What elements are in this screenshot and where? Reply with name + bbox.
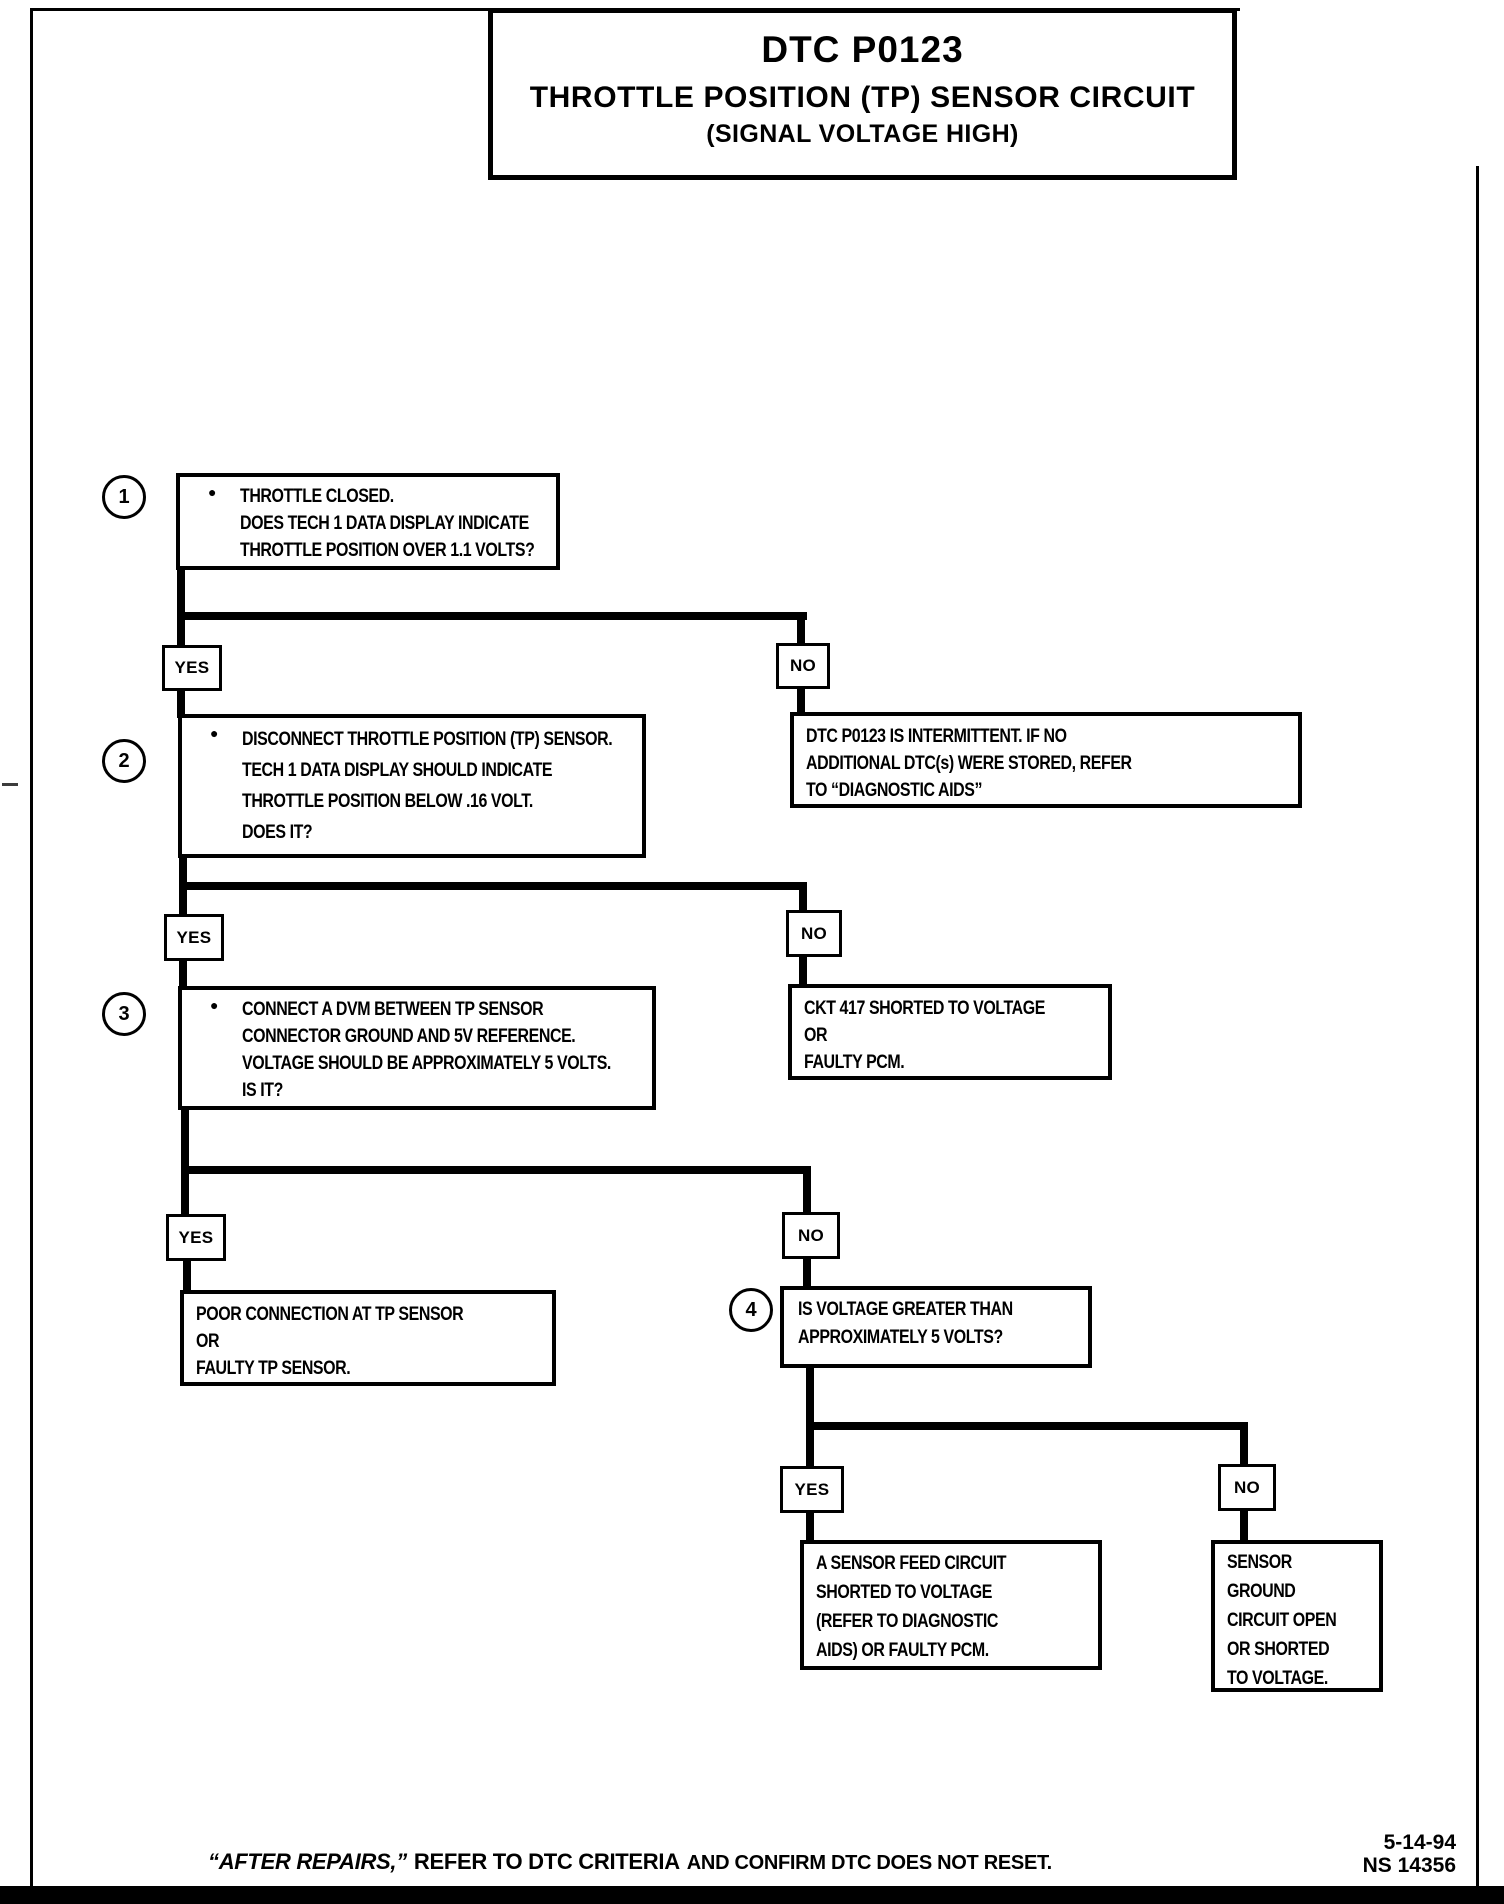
page-border-right [1476, 166, 1479, 1886]
result-sensor-feed-line-4: AIDS) OR FAULTY PCM. [816, 1640, 989, 1661]
footer-note: “AFTER REPAIRS,”REFER TO DTC CRITERIA AND… [208, 1849, 1052, 1875]
result-poor-connection-line-2: OR [196, 1331, 220, 1352]
connector-yes4-result [806, 1512, 814, 1544]
step-3-line-4: IS IT? [242, 1080, 283, 1101]
connector-yes3-result [183, 1260, 191, 1294]
step-3-no-label: NO [782, 1212, 840, 1259]
connector-no2-result [799, 956, 807, 988]
result-sensor-ground-line-2: GROUND [1227, 1581, 1296, 1602]
step-3-question-box: ● CONNECT A DVM BETWEEN TP SENSOR CONNEC… [178, 986, 656, 1110]
step-4-no-label: NO [1218, 1464, 1276, 1511]
step-4-yes-label: YES [780, 1466, 844, 1513]
page-border-left [30, 8, 33, 1886]
step-1-line-2: DOES TECH 1 DATA DISPLAY INDICATE [240, 513, 529, 534]
result-ckt417-line-3: FAULTY PCM. [804, 1052, 905, 1073]
connector-step4-branch [806, 1422, 1248, 1430]
connector-step3-branch [181, 1166, 811, 1174]
step-3-line-1: CONNECT A DVM BETWEEN TP SENSOR [242, 999, 544, 1020]
result-poor-connection-line-1: POOR CONNECTION AT TP SENSOR [196, 1304, 464, 1325]
document-number: NS 14356 [1362, 1854, 1456, 1877]
result-ckt417-box: CKT 417 SHORTED TO VOLTAGE OR FAULTY PCM… [788, 984, 1112, 1080]
step-2-no-label: NO [786, 910, 842, 957]
step-1-line-1: THROTTLE CLOSED. [240, 486, 394, 507]
step-3-yes-label: YES [166, 1214, 226, 1261]
step-2-line-3: THROTTLE POSITION BELOW .16 VOLT. [242, 791, 533, 812]
step-2-number-circle: 2 [102, 739, 146, 783]
bullet-icon: ● [208, 484, 217, 500]
connector-yes2-step3 [179, 960, 187, 990]
bullet-icon: ● [210, 725, 219, 741]
connector-no1-result [797, 687, 805, 716]
result-intermittent-box: DTC P0123 IS INTERMITTENT. IF NO ADDITIO… [790, 712, 1302, 808]
connector-step3-down [181, 1108, 189, 1218]
result-intermittent-line-1: DTC P0123 IS INTERMITTENT. IF NO [806, 726, 1067, 747]
step-1-yes-label: YES [162, 645, 222, 691]
connector-no3-step4 [803, 1258, 811, 1290]
revision-date: 5-14-94 [1383, 1831, 1456, 1854]
result-ckt417-line-1: CKT 417 SHORTED TO VOLTAGE [804, 998, 1045, 1019]
result-sensor-feed-box: A SENSOR FEED CIRCUIT SHORTED TO VOLTAGE… [800, 1540, 1102, 1670]
connector-step3-no-drop [803, 1166, 811, 1216]
step-1-no-label: NO [776, 643, 830, 689]
result-sensor-ground-box: SENSOR GROUND CIRCUIT OPEN OR SHORTED TO… [1211, 1540, 1383, 1692]
connector-step4-no-drop [1240, 1422, 1248, 1468]
step-3-line-2: CONNECTOR GROUND AND 5V REFERENCE. [242, 1026, 576, 1047]
result-sensor-ground-line-3: CIRCUIT OPEN [1227, 1610, 1337, 1631]
result-sensor-feed-line-1: A SENSOR FEED CIRCUIT [816, 1553, 1007, 1574]
result-sensor-ground-line-4: OR SHORTED [1227, 1639, 1330, 1660]
step-2-line-2: TECH 1 DATA DISPLAY SHOULD INDICATE [242, 760, 553, 781]
step-4-number-circle: 4 [729, 1288, 773, 1332]
footer-refer: REFER TO DTC CRITERIA [413, 1849, 680, 1874]
step-1-line-3: THROTTLE POSITION OVER 1.1 VOLTS? [240, 540, 535, 561]
step-3-number-circle: 3 [102, 992, 146, 1036]
step-2-yes-label: YES [164, 914, 224, 961]
result-sensor-ground-line-5: TO VOLTAGE. [1227, 1668, 1328, 1689]
connector-step1-branch [177, 612, 807, 620]
connector-step2-branch [179, 882, 807, 890]
step-2-line-4: DOES IT? [242, 822, 313, 843]
step-4-question-box: IS VOLTAGE GREATER THAN APPROXIMATELY 5 … [780, 1286, 1092, 1368]
scan-artifact-dash [2, 783, 18, 786]
result-poor-connection-line-3: FAULTY TP SENSOR. [196, 1358, 351, 1379]
bullet-icon: ● [210, 997, 219, 1013]
result-poor-connection-box: POOR CONNECTION AT TP SENSOR OR FAULTY T… [180, 1290, 556, 1386]
step-1-number-circle: 1 [102, 475, 146, 519]
connector-step2-no-drop [799, 882, 807, 914]
step-1-question-box: ● THROTTLE CLOSED. DOES TECH 1 DATA DISP… [176, 473, 560, 570]
connector-no4-result [1240, 1510, 1248, 1544]
step-3-line-3: VOLTAGE SHOULD BE APPROXIMATELY 5 VOLTS. [242, 1053, 611, 1074]
connector-yes1-step2 [177, 689, 185, 718]
result-sensor-feed-line-2: SHORTED TO VOLTAGE [816, 1582, 992, 1603]
connector-step1-no-drop [797, 612, 805, 645]
dtc-code-title: DTC P0123 [761, 29, 964, 70]
title-box: DTC P0123 THROTTLE POSITION (TP) SENSOR … [488, 8, 1237, 180]
footer-after-repairs: “AFTER REPAIRS,” [208, 1849, 407, 1874]
result-intermittent-line-3: TO “DIAGNOSTIC AIDS” [806, 780, 983, 801]
result-sensor-feed-line-3: (REFER TO DIAGNOSTIC [816, 1611, 998, 1632]
footer-confirm: AND CONFIRM DTC DOES NOT RESET. [686, 1852, 1052, 1874]
title-signal-voltage: (SIGNAL VOLTAGE HIGH) [706, 120, 1019, 148]
page-border-bottom-bar [0, 1886, 1504, 1904]
connector-step4-down [806, 1366, 814, 1470]
result-ckt417-line-2: OR [804, 1025, 828, 1046]
step-2-question-box: ● DISCONNECT THROTTLE POSITION (TP) SENS… [178, 714, 646, 858]
result-sensor-ground-line-1: SENSOR [1227, 1552, 1292, 1573]
document-stamp: 5-14-94 NS 14356 [1363, 1831, 1456, 1877]
result-intermittent-line-2: ADDITIONAL DTC(s) WERE STORED, REFER [806, 753, 1132, 774]
step-4-line-1: IS VOLTAGE GREATER THAN [798, 1299, 1013, 1320]
title-sensor-circuit: THROTTLE POSITION (TP) SENSOR CIRCUIT [529, 81, 1196, 114]
step-2-line-1: DISCONNECT THROTTLE POSITION (TP) SENSOR… [242, 729, 613, 750]
step-4-line-2: APPROXIMATELY 5 VOLTS? [798, 1327, 1003, 1348]
connector-step1-down [177, 568, 185, 647]
